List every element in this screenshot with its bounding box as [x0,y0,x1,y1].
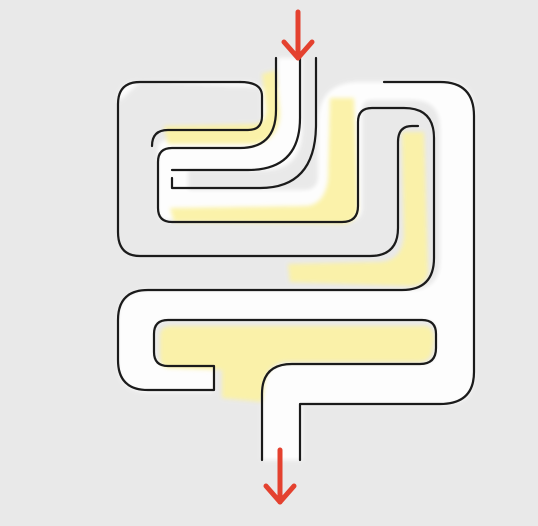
tube-body [118,58,474,460]
yellow-fill [160,70,434,402]
tube-outline [116,56,476,462]
entry-arrow-icon [281,9,315,61]
exit-arrow-icon [263,447,297,505]
